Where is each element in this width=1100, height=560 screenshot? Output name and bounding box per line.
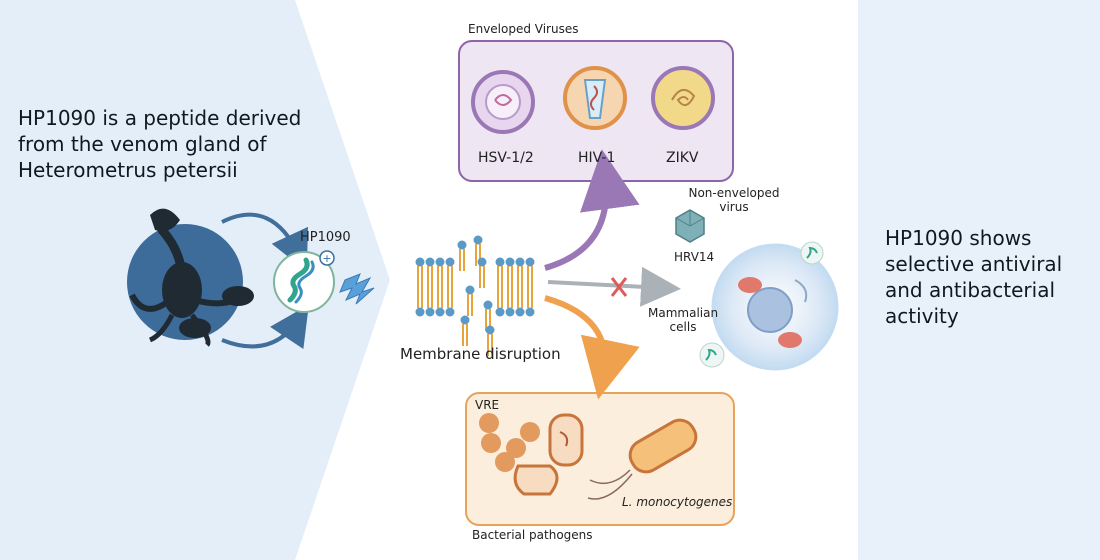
bacteria-box-title: Bacterial pathogens [472, 528, 593, 542]
conclusion-text: HP1090 shows selective antiviral and ant… [885, 226, 1063, 328]
zikv-virus-icon [651, 66, 715, 130]
listeria-label: L. monocytogenes [622, 495, 733, 509]
peptide-label: HP1090 [300, 230, 351, 245]
listeria-bacteria-icon [587, 418, 698, 500]
membrane-label: Membrane disruption [400, 345, 561, 363]
svg-text:+: + [322, 252, 331, 265]
membrane-icon [415, 235, 535, 356]
vre-label: VRE [475, 398, 500, 412]
scorpion-icon [127, 208, 254, 347]
arrow-to-peptide-bottom [221, 304, 309, 350]
arrow-to-peptide-top [221, 212, 308, 272]
hrv14-virus-icon [675, 209, 705, 243]
hiv-virus-icon [563, 66, 627, 130]
lightning-arrow-icon [339, 273, 375, 305]
right-background [858, 0, 1100, 560]
vre-bacteria-icon [479, 413, 584, 496]
viral-box-title: Enveloped Viruses [468, 22, 579, 36]
mammalian-label: Mammalian cells [648, 306, 719, 334]
virus-label-hsv: HSV-1/2 [478, 150, 534, 166]
blocked-x-icon [610, 277, 628, 297]
hsv-virus-icon [471, 70, 535, 134]
arrow-to-mammalian [547, 266, 681, 307]
arrow-to-viruses [544, 149, 640, 271]
non-enveloped-title: Non-enveloped virus [688, 186, 780, 214]
mammalian-cell-icon [699, 241, 839, 371]
virus-label-zikv: ZIKV [666, 150, 699, 166]
intro-text: HP1090 is a peptide derived from the ven… [18, 106, 302, 182]
arrow-to-bacteria [544, 295, 640, 400]
virus-label-hiv: HIV-1 [578, 150, 616, 166]
hrv14-label: HRV14 [674, 250, 715, 264]
peptide-icon: + [273, 250, 335, 313]
